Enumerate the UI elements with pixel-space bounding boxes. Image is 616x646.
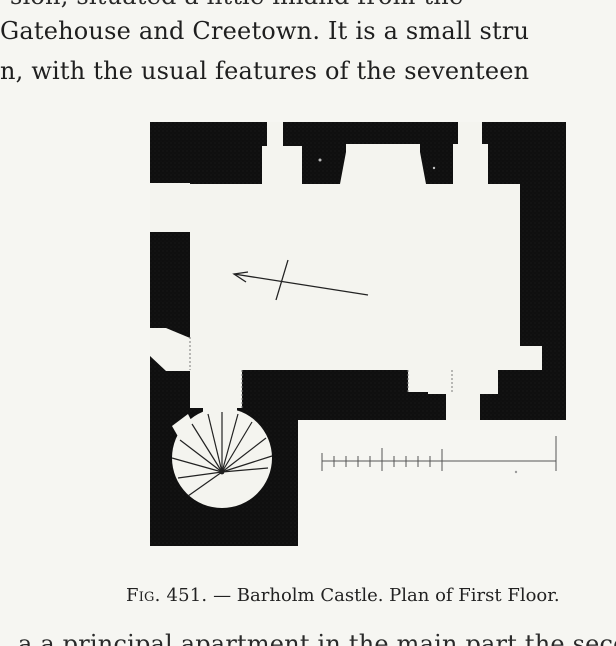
spiral-newel-post bbox=[219, 469, 225, 475]
print-spot bbox=[318, 158, 322, 162]
left-upper-window-embrasure bbox=[150, 183, 190, 232]
body-text-line-2: n, with the usual features of the sevent… bbox=[0, 57, 530, 85]
print-spot bbox=[432, 166, 436, 170]
body-text-line-1: Gatehouse and Creetown. It is a small st… bbox=[0, 17, 530, 45]
print-spot bbox=[514, 470, 518, 474]
top-left-window-embrasure bbox=[262, 146, 302, 184]
door-jamb-guides bbox=[189, 337, 453, 408]
top-right-window-slit bbox=[458, 122, 482, 144]
figure-caption-text: — Barholm Castle. Plan of First Floor. bbox=[213, 585, 560, 606]
castle-floor-plan-figure bbox=[150, 122, 566, 546]
main-room-floor bbox=[190, 146, 520, 408]
bottom-partial-text-area: a a principal apartment in the main part… bbox=[0, 630, 616, 646]
figure-caption-label: Fig. 451. bbox=[126, 585, 208, 606]
partial-bottom-text-line: a a principal apartment in the main part… bbox=[18, 630, 616, 646]
lower-right-window-slit bbox=[446, 394, 480, 420]
lower-right-window-embrasure bbox=[428, 370, 498, 394]
top-left-window-slit bbox=[267, 122, 283, 146]
scale-bar bbox=[321, 436, 557, 471]
partial-top-text-line: sion, situated a little inland from the bbox=[10, 0, 463, 10]
figure-caption: Fig. 451. — Barholm Castle. Plan of Firs… bbox=[126, 585, 560, 607]
top-right-window-embrasure bbox=[453, 144, 488, 184]
central-fireplace-recess bbox=[346, 144, 420, 184]
left-lower-window-embrasure bbox=[150, 328, 190, 371]
castle-floor-plan-svg bbox=[150, 122, 566, 546]
right-closet bbox=[520, 346, 542, 370]
spiral-stair-treads bbox=[171, 412, 273, 497]
north-arrow-icon bbox=[232, 259, 369, 301]
